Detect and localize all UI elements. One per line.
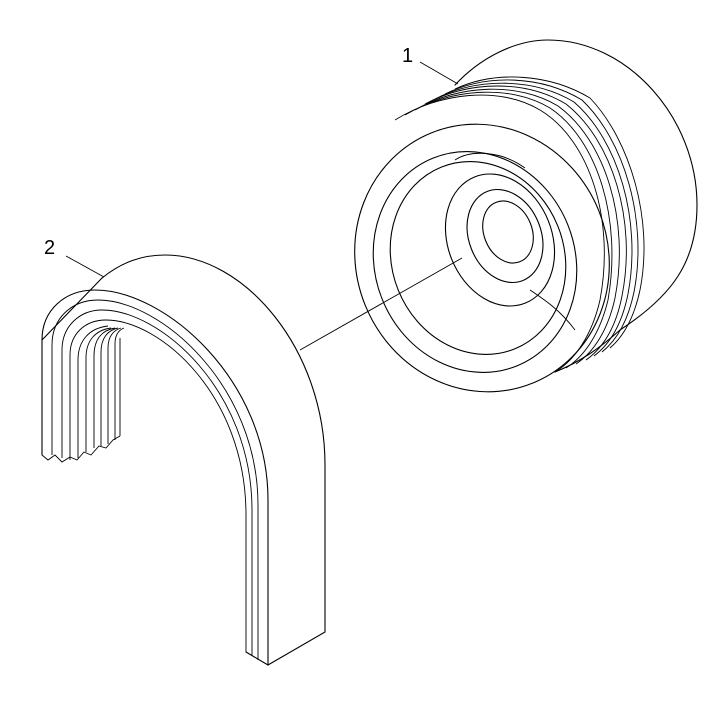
pulley-hub-mid	[466, 188, 544, 284]
pulley-inner-rim	[372, 151, 578, 373]
belt-part	[41, 254, 326, 666]
assembly-line	[299, 257, 463, 351]
pulley-bore	[482, 200, 534, 264]
callout-label-1: 1	[402, 45, 413, 67]
callout-label-2: 2	[44, 237, 55, 259]
pulley-part	[354, 39, 698, 393]
pulley-body-outline	[454, 39, 698, 373]
belt-front-face-outer	[41, 289, 269, 666]
belt-outer-arch	[101, 254, 326, 666]
pulley-grooves	[394, 76, 645, 373]
pulley-front-rim	[354, 123, 610, 393]
pulley-recess	[389, 161, 567, 355]
callout-leader-2	[65, 255, 105, 278]
pulley-hub-outer	[444, 173, 556, 307]
callout-leader-1	[419, 61, 459, 85]
belt-ribs	[41, 325, 125, 463]
